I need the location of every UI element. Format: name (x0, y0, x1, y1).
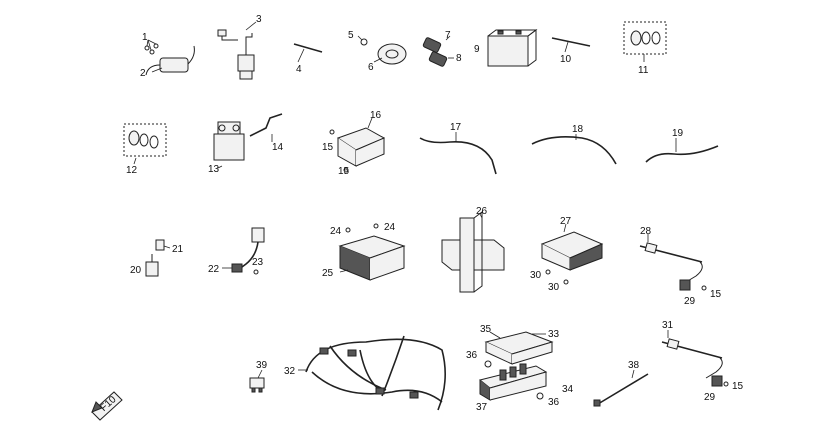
part-25-regulator (338, 223, 406, 281)
part-14-cable (249, 113, 283, 142)
label-14: 14 (272, 142, 284, 153)
part-7-8-connector (422, 35, 454, 67)
part-16-module (329, 117, 386, 173)
part-4-wire (293, 43, 323, 63)
label-31: 31 (662, 320, 674, 331)
label-13: 13 (208, 164, 220, 175)
label-36a: 36 (466, 350, 478, 361)
part-13-starter-relay (213, 121, 245, 169)
label-21: 21 (172, 244, 184, 255)
label-2: 2 (140, 68, 146, 79)
label-17: 17 (450, 122, 462, 133)
part-33-37-fuse-box (478, 331, 554, 401)
label-35: 35 (480, 324, 492, 335)
label-29b: 29 (704, 392, 716, 403)
part-11-kit (623, 21, 667, 62)
label-24a: 24 (330, 226, 342, 237)
label-30b: 30 (548, 282, 560, 293)
part-22-23-sensor (222, 227, 265, 275)
label-7: 7 (445, 30, 451, 41)
part-20-21-sensor (145, 239, 171, 277)
label-37: 37 (476, 402, 488, 413)
label-10: 10 (560, 54, 572, 65)
part-39-fuse (249, 369, 265, 393)
part-26-bracket (441, 211, 505, 293)
label-15c: 15 (710, 289, 722, 300)
label-5: 5 (348, 30, 354, 41)
part-3-relay (217, 21, 257, 80)
label-8: 8 (456, 53, 462, 64)
front-arrow-badge (91, 391, 123, 421)
part-31-29-sensor-cable (661, 330, 729, 387)
label-25: 25 (322, 268, 334, 279)
part-28-29-sensor-cable (639, 234, 707, 291)
label-33: 33 (548, 329, 560, 340)
label-12: 12 (126, 165, 138, 176)
label-38: 38 (628, 360, 640, 371)
label-18: 18 (572, 124, 584, 135)
label-26: 26 (476, 206, 488, 217)
part-17-wire (419, 132, 497, 175)
label-6: 6 (368, 62, 374, 73)
label-16: 16 (370, 110, 382, 121)
label-1: 1 (142, 32, 148, 43)
label-36b: 36 (548, 397, 560, 408)
label-15d: 15 (732, 381, 744, 392)
label-19: 19 (672, 128, 684, 139)
label-22: 22 (208, 264, 220, 275)
part-27-ecu (540, 223, 604, 285)
label-27: 27 (560, 216, 572, 227)
label-20: 20 (130, 265, 142, 276)
label-24b: 24 (384, 222, 396, 233)
part-10-wire (551, 37, 591, 53)
label-34: 34 (562, 384, 574, 395)
label-29a: 29 (684, 296, 696, 307)
label-30a: 30 (530, 270, 542, 281)
part-9-battery (487, 29, 538, 67)
label-32: 32 (284, 366, 296, 377)
label-15a: 15 (322, 142, 334, 153)
part-19-wire (645, 138, 719, 163)
label-3: 3 (256, 14, 262, 25)
label-9: 9 (474, 44, 480, 55)
label-15b: 15 (338, 166, 350, 177)
label-39: 39 (256, 360, 268, 371)
part-12-kit (123, 123, 167, 165)
part-38-cable (593, 369, 649, 407)
part-1-2-switch (144, 39, 195, 76)
part-32-main-harness (298, 335, 446, 411)
label-28: 28 (640, 226, 652, 237)
label-23: 23 (252, 257, 264, 268)
label-11: 11 (638, 65, 649, 76)
label-4: 4 (296, 64, 302, 75)
part-5-6-horn (357, 35, 407, 65)
part-18-wire (531, 134, 617, 165)
